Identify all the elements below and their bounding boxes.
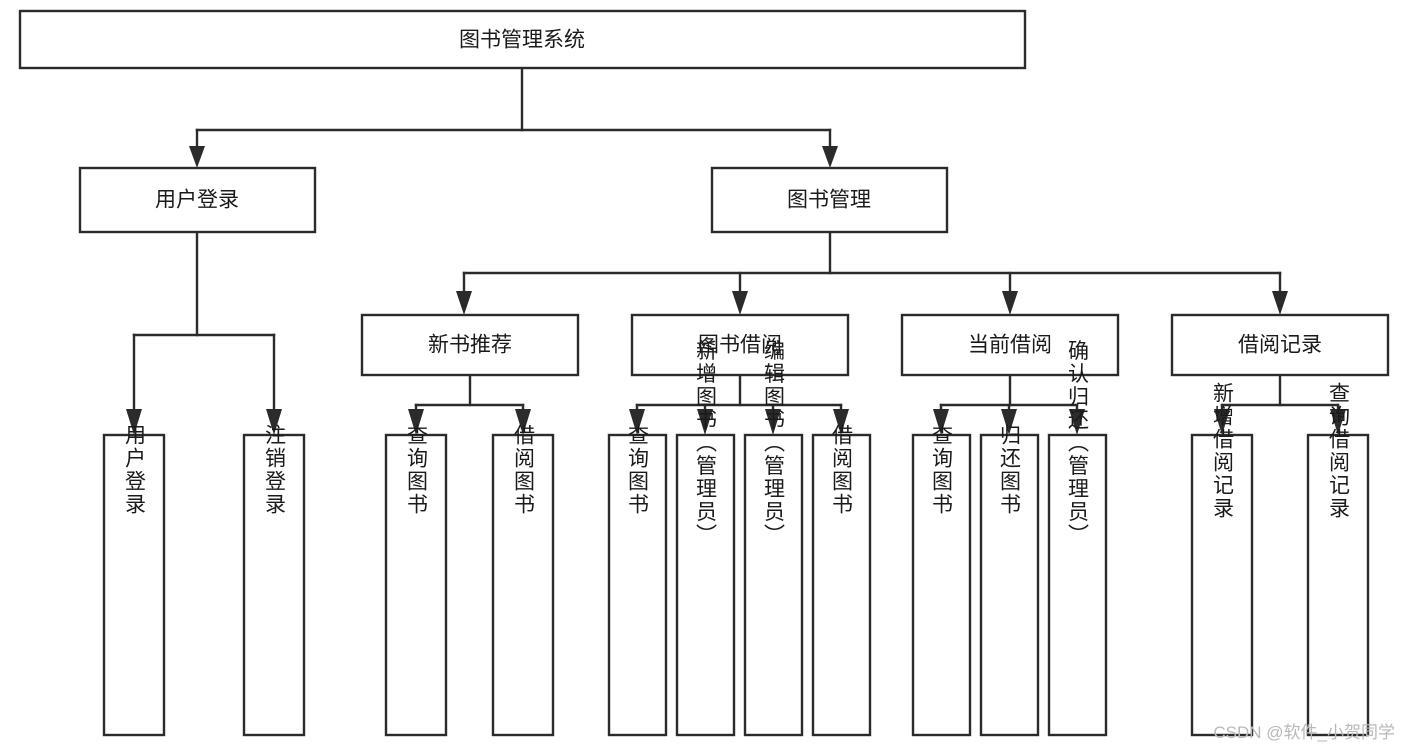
arrow-book-mgmt-child-1 xyxy=(732,291,748,315)
node-borrow-record[interactable]: 借阅记录 xyxy=(1170,313,1390,377)
leaf-new-book-borrow-label: 借阅图书 xyxy=(512,424,536,516)
leaf-new-book-query-box[interactable] xyxy=(384,433,448,737)
arrow-book-mgmt-child-0 xyxy=(456,291,472,315)
leaf-node[interactable]: 查询图书 xyxy=(384,424,448,737)
leaf-record-query-box[interactable] xyxy=(1306,433,1370,737)
leaf-logout-box[interactable] xyxy=(242,433,306,737)
leaf-node[interactable]: 借阅图书 xyxy=(811,424,872,737)
arrow-user-login-child-0 xyxy=(126,409,142,435)
node-new-book-recommend-label: 新书推荐 xyxy=(428,334,512,357)
arrow-new-book-child-1 xyxy=(515,409,531,435)
leaf-node[interactable]: 新增图书（管理员） xyxy=(675,340,736,737)
arrow-book-borrow-child-0 xyxy=(629,409,645,435)
arrow-user-login-child-1 xyxy=(266,409,282,435)
leaf-new-book-query-label: 查询图书 xyxy=(405,424,429,516)
node-book-borrow[interactable]: 图书借阅 xyxy=(630,313,850,377)
arrow-book-mgmt-child-2 xyxy=(1002,291,1018,315)
leaf-node[interactable]: 查询图书 xyxy=(607,424,668,737)
leaf-record-add-box[interactable] xyxy=(1190,433,1254,737)
leaf-node[interactable]: 归还图书 xyxy=(979,424,1040,737)
leaf-borrow-query-box[interactable] xyxy=(607,433,668,737)
leaf-borrow-add-label: 新增图书（管理员） xyxy=(694,340,718,547)
node-book-management[interactable]: 图书管理 xyxy=(710,166,949,234)
arrow-root-to-book-mgmt xyxy=(822,146,838,168)
leaf-user-login-label: 用户登录 xyxy=(123,424,147,516)
leaf-node[interactable]: 确认归还（管理员） xyxy=(1047,340,1108,737)
leaf-node[interactable]: 注销登录 xyxy=(242,424,306,737)
arrow-book-borrow-child-2 xyxy=(765,409,781,435)
arrow-new-book-child-0 xyxy=(408,409,424,435)
node-user-login-box[interactable] xyxy=(78,166,317,234)
node-book-borrow-box[interactable] xyxy=(630,313,850,377)
leaf-borrow-edit-label: 编辑图书（管理员） xyxy=(762,340,786,547)
leaf-logout-label: 注销登录 xyxy=(263,424,287,516)
node-book-borrow-label: 图书借阅 xyxy=(698,334,782,357)
node-current-borrow[interactable]: 当前借阅 xyxy=(900,313,1120,377)
leaf-borrow-book-label: 借阅图书 xyxy=(830,424,854,516)
node-new-book-recommend[interactable]: 新书推荐 xyxy=(360,313,580,377)
leaf-node[interactable]: 新增借阅记录 xyxy=(1190,382,1254,737)
leaf-new-book-borrow-box[interactable] xyxy=(491,433,555,737)
leaf-record-query-label: 查询借阅记录 xyxy=(1327,382,1351,520)
leaf-current-query-label: 查询图书 xyxy=(930,424,954,516)
leaf-node[interactable]: 查询图书 xyxy=(911,424,972,737)
leaf-node[interactable]: 查询借阅记录 xyxy=(1306,382,1370,737)
node-borrow-record-label: 借阅记录 xyxy=(1238,334,1322,357)
node-book-management-box[interactable] xyxy=(710,166,949,234)
arrow-current-borrow-child-1 xyxy=(1001,409,1017,435)
leaf-borrow-book-box[interactable] xyxy=(811,433,872,737)
node-root-box[interactable] xyxy=(18,9,1027,70)
connector-layer xyxy=(126,66,1346,435)
arrow-borrow-record-child-0 xyxy=(1214,409,1230,435)
node-user-login-label: 用户登录 xyxy=(155,189,239,212)
leaf-record-add-label: 新增借阅记录 xyxy=(1211,382,1235,520)
arrow-current-borrow-child-2 xyxy=(1069,409,1085,435)
arrow-borrow-record-child-1 xyxy=(1330,409,1346,435)
leaf-current-return-label: 归还图书 xyxy=(998,424,1022,516)
leaf-borrow-add-box[interactable] xyxy=(675,433,736,737)
leaf-current-return-box[interactable] xyxy=(979,433,1040,737)
leaf-borrow-query-label: 查询图书 xyxy=(626,424,650,516)
arrow-book-borrow-child-1 xyxy=(697,409,713,435)
leaf-current-confirm-label: 确认归还（管理员） xyxy=(1066,340,1090,547)
node-user-login[interactable]: 用户登录 xyxy=(78,166,317,234)
arrow-book-mgmt-child-3 xyxy=(1272,291,1288,315)
node-book-management-label: 图书管理 xyxy=(787,189,871,212)
node-current-borrow-box[interactable] xyxy=(900,313,1120,377)
leaf-node[interactable]: 借阅图书 xyxy=(491,424,555,737)
arrow-root-to-user-login xyxy=(189,146,205,168)
leaf-node[interactable]: 用户登录 xyxy=(102,424,166,737)
leaf-current-confirm-box[interactable] xyxy=(1047,433,1108,737)
leaf-current-query-box[interactable] xyxy=(911,433,972,737)
node-borrow-record-box[interactable] xyxy=(1170,313,1390,377)
leaf-user-login-box[interactable] xyxy=(102,433,166,737)
arrow-current-borrow-child-0 xyxy=(933,409,949,435)
node-root[interactable]: 图书管理系统 xyxy=(18,9,1027,70)
leaf-node[interactable]: 编辑图书（管理员） xyxy=(743,340,804,737)
arrow-book-borrow-child-3 xyxy=(833,409,849,435)
node-root-label: 图书管理系统 xyxy=(459,29,585,52)
node-current-borrow-label: 当前借阅 xyxy=(968,334,1052,357)
node-new-book-recommend-box[interactable] xyxy=(360,313,580,377)
leaf-borrow-edit-box[interactable] xyxy=(743,433,804,737)
